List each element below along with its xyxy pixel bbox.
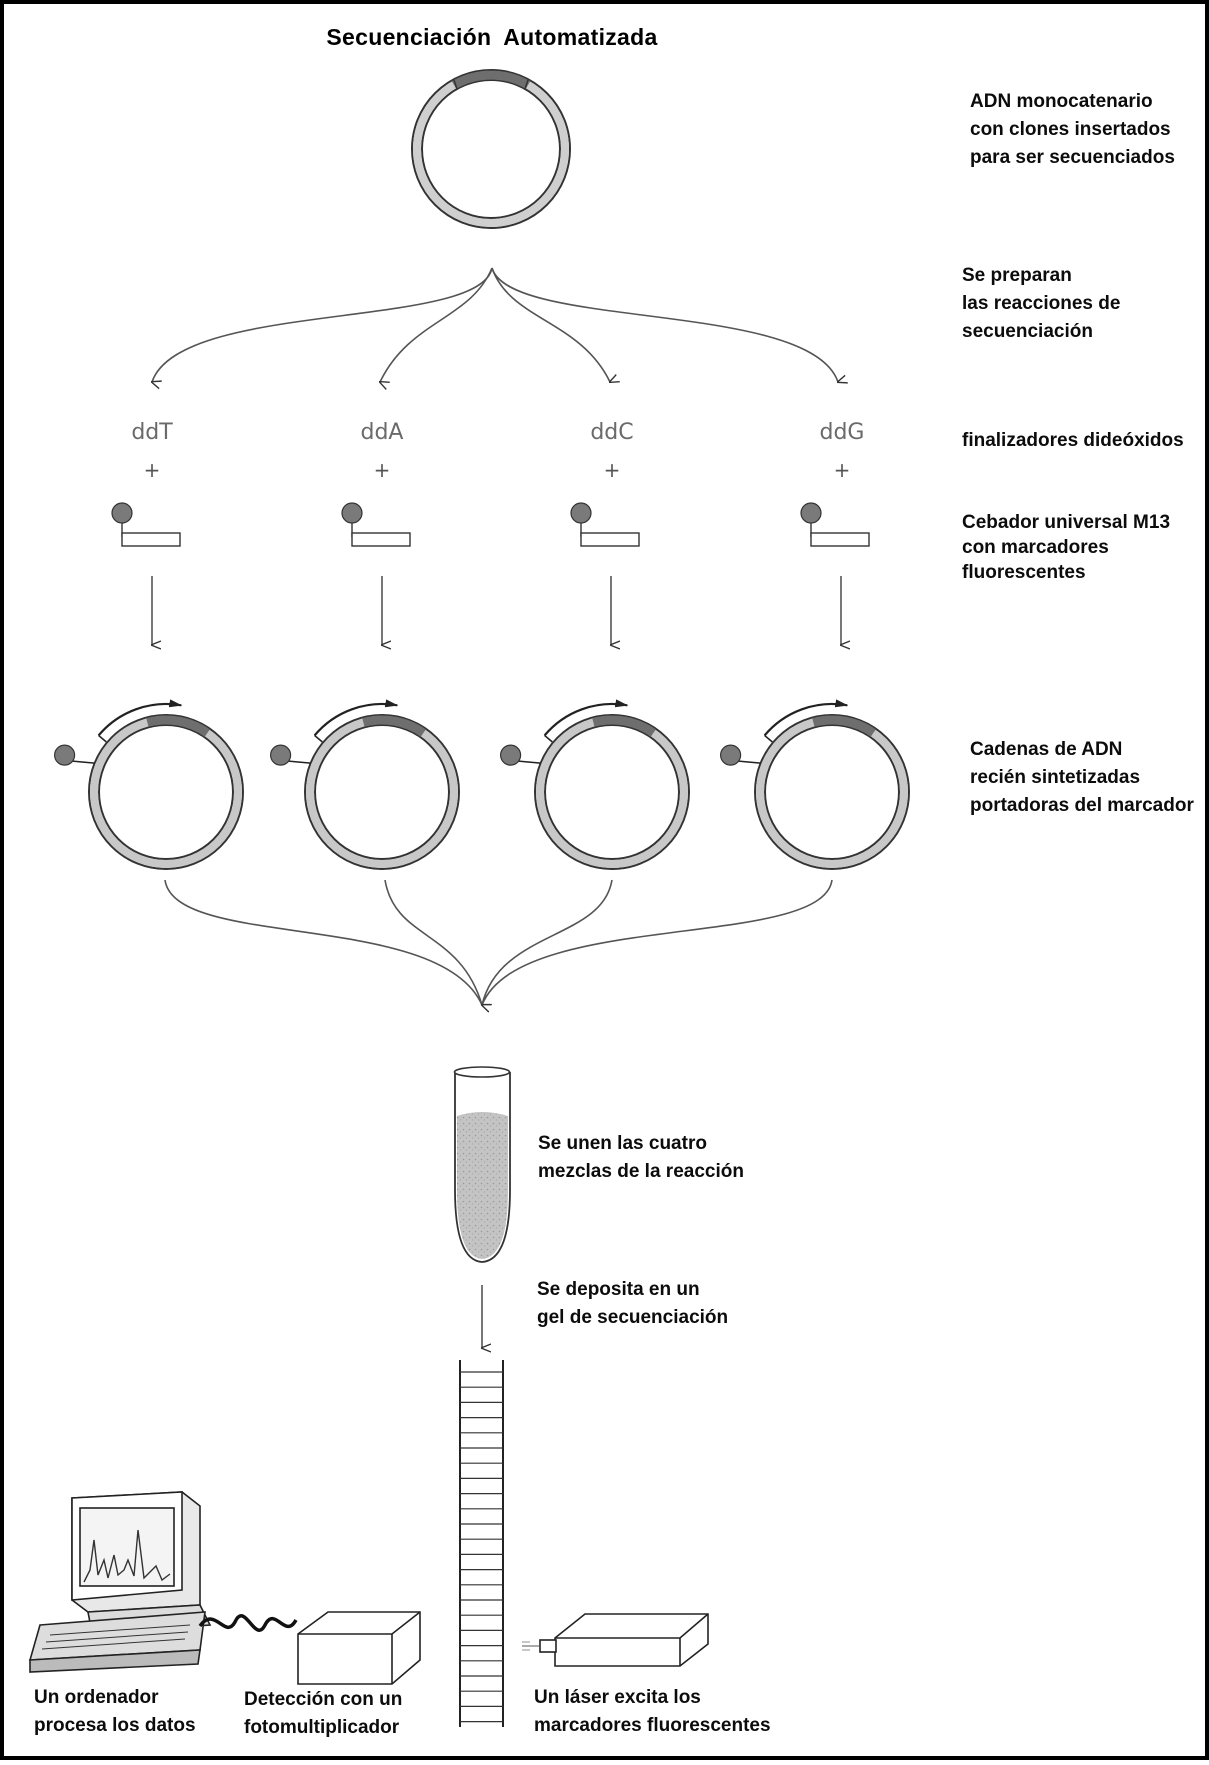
label-load-gel: Se deposita en un gel de secuenciación xyxy=(537,1279,729,1328)
test-tube xyxy=(453,1066,511,1263)
fluorescent-dye-dot xyxy=(54,744,76,766)
label-dideoxy-terminators: finalizadores dideóxidos xyxy=(962,430,1184,451)
chromatogram-trace xyxy=(83,1529,171,1583)
label-single-stranded-dna: ADN monocatenario con clones insertados … xyxy=(970,91,1175,168)
label-laser: Un láser excita los marcadores fluoresce… xyxy=(534,1687,771,1736)
fluorescent-dye-dot xyxy=(800,502,822,524)
fluorescent-dye-dot xyxy=(111,502,133,524)
fluorescent-dye-dot xyxy=(341,502,363,524)
primer-strand xyxy=(580,532,640,547)
plasmid-insert xyxy=(592,715,656,737)
top-plasmid-insert xyxy=(451,70,531,89)
sequencing-gel-ladder xyxy=(459,1360,504,1727)
new-strand-arrow xyxy=(763,699,849,737)
plasmid-ddT xyxy=(54,699,244,870)
plus-sign: + xyxy=(373,458,391,482)
new-strand-arrow xyxy=(97,699,183,737)
terminator-ddG: ddG xyxy=(819,420,865,445)
primer-strand xyxy=(810,532,870,547)
computer-illustration xyxy=(28,1491,212,1673)
merge-arrows xyxy=(164,879,833,1005)
laser-device xyxy=(522,1613,709,1667)
photomultiplier-box xyxy=(297,1611,421,1685)
primer-ddG xyxy=(800,502,870,547)
fluorescent-dye-dot xyxy=(500,744,522,766)
label-new-dna-strands: Cadenas de ADN recién sintetizadas porta… xyxy=(970,739,1194,816)
label-computer: Un ordenador procesa los datos xyxy=(34,1687,196,1736)
plus-sign: + xyxy=(143,458,161,482)
plus-sign: + xyxy=(603,458,621,482)
plasmid-insert xyxy=(146,715,210,737)
synthesized-plasmids xyxy=(54,699,910,870)
fluorescent-dye-dot xyxy=(570,502,592,524)
terminator-ddA: ddA xyxy=(360,420,404,445)
new-strand-arrow xyxy=(313,699,399,737)
down-arrows xyxy=(152,576,841,645)
fluorescent-dye-dot xyxy=(270,744,292,766)
plasmid-insert xyxy=(362,715,426,737)
detector-cable xyxy=(198,1614,298,1633)
label-combine-mixtures: Se unen las cuatro mezclas de la reacció… xyxy=(538,1133,744,1182)
keyboard-keys xyxy=(41,1624,191,1650)
primer-strand xyxy=(351,532,411,547)
branch-arrows-top xyxy=(152,267,838,382)
label-photomultiplier: Detección con un fotomultiplicador xyxy=(244,1689,403,1738)
primer-ddA xyxy=(341,502,411,547)
fluorescent-dye-dot xyxy=(720,744,742,766)
plasmid-ddC xyxy=(500,699,690,870)
plasmid-ddG xyxy=(720,699,910,870)
terminator-ddC: ddC xyxy=(590,420,634,445)
label-prepare-reactions: Se preparan las reacciones de secuenciac… xyxy=(962,265,1121,342)
plasmid-ddA xyxy=(270,699,460,870)
label-m13-primer: Cebador universal M13 con marcadores flu… xyxy=(962,512,1171,583)
primer-strand xyxy=(121,532,181,547)
diagram-title: Secuenciación Automatizada xyxy=(326,24,658,50)
primer-ddT xyxy=(111,502,181,547)
primer-ddC xyxy=(570,502,640,547)
new-strand-arrow xyxy=(543,699,629,737)
top-plasmid-circle xyxy=(411,69,571,229)
plus-sign: + xyxy=(833,458,851,482)
primer-group xyxy=(111,502,870,547)
terminator-ddT: ddT xyxy=(131,420,173,445)
plasmid-insert xyxy=(812,715,876,737)
